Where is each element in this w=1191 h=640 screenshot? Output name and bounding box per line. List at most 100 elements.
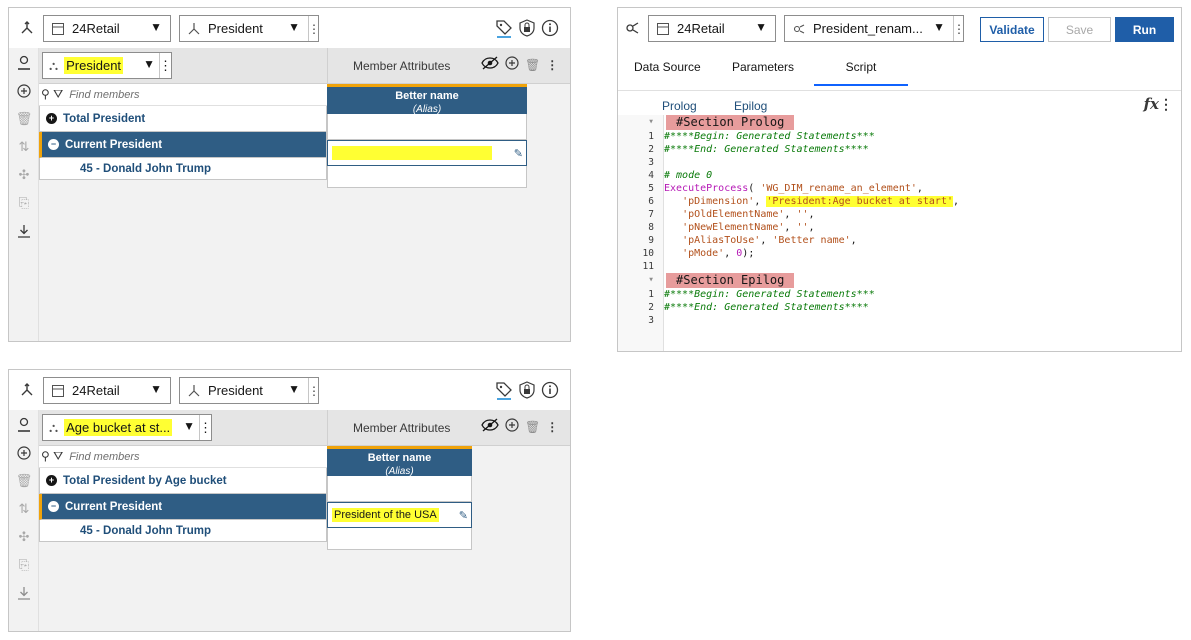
process-dropdown[interactable]: President_renam... ▼ ⋮ bbox=[784, 15, 965, 42]
tag-icon[interactable] bbox=[493, 17, 515, 39]
attribute-column: Better name (Alias) ✎ bbox=[327, 84, 527, 188]
server-dropdown[interactable]: 24Retail ▼ bbox=[43, 377, 171, 404]
hide-icon[interactable] bbox=[481, 56, 499, 73]
tab-parameters[interactable]: Parameters bbox=[732, 60, 795, 74]
attribute-cell[interactable] bbox=[327, 528, 472, 550]
tab-script[interactable]: Script bbox=[814, 60, 908, 86]
member-row[interactable]: 45 - Donald John Trump bbox=[39, 158, 327, 180]
move-icon[interactable]: ✣ bbox=[18, 167, 30, 182]
search-bar[interactable]: ⚲ ⛛ Find members bbox=[39, 84, 327, 106]
add-attribute-icon[interactable] bbox=[505, 418, 519, 435]
download-icon[interactable] bbox=[15, 584, 33, 602]
run-button[interactable]: Run bbox=[1115, 17, 1174, 42]
download-icon[interactable] bbox=[15, 222, 33, 240]
attribute-cell[interactable] bbox=[327, 114, 527, 140]
subset-dropdown[interactable]: ⛬ President ▼ ⋮ bbox=[42, 52, 172, 79]
kebab-menu-icon[interactable]: ⋮ bbox=[199, 415, 212, 440]
attribute-name: Better name bbox=[395, 90, 459, 102]
alias-value: President of the USA bbox=[332, 508, 439, 522]
edit-icon[interactable]: ✎ bbox=[458, 510, 468, 522]
search-icon[interactable]: ⚲ ⛛ bbox=[41, 87, 64, 101]
attribute-header[interactable]: Better name (Alias) bbox=[327, 446, 472, 477]
member-row[interactable]: 45 - Donald John Trump bbox=[39, 520, 327, 542]
sort-icon[interactable]: ⇅ bbox=[18, 501, 30, 516]
server-name: 24Retail bbox=[677, 21, 725, 36]
hierarchy-icon[interactable] bbox=[17, 380, 37, 400]
search-input[interactable]: Find members bbox=[69, 88, 140, 101]
hide-icon[interactable] bbox=[481, 418, 499, 435]
attribute-header[interactable]: Better name (Alias) bbox=[327, 84, 527, 115]
chevron-down-icon: ▼ bbox=[143, 57, 155, 71]
attribute-cell[interactable] bbox=[327, 166, 527, 188]
subtab-prolog[interactable]: Prolog bbox=[662, 99, 697, 113]
kebab-menu-icon[interactable]: ⋮ bbox=[159, 53, 172, 78]
code-line: #****End: Generated Statements**** bbox=[664, 302, 869, 313]
info-icon[interactable] bbox=[539, 379, 561, 401]
subtab-epilog[interactable]: Epilog bbox=[734, 99, 768, 113]
code-area[interactable]: ▾#Section Prolog 1#****Begin: Generated … bbox=[643, 115, 1181, 351]
search-icon[interactable]: ⚲ ⛛ bbox=[41, 449, 64, 463]
user-icon[interactable] bbox=[15, 416, 33, 434]
member-grid: ⛬ President ▼ ⋮ Member Attributes 🗑 ⋮ ⚲ … bbox=[39, 48, 570, 341]
lock-icon[interactable] bbox=[516, 379, 538, 401]
attribute-cell-editing[interactable]: President of the USA ✎ bbox=[327, 502, 472, 528]
kebab-menu-icon[interactable]: ⋮ bbox=[546, 419, 559, 434]
collapse-icon[interactable]: − bbox=[48, 139, 59, 150]
divider bbox=[327, 410, 328, 446]
prolog-header: #Section Prolog bbox=[666, 115, 795, 130]
database-icon bbox=[50, 21, 66, 37]
kebab-menu-icon[interactable]: ⋮ bbox=[308, 378, 320, 403]
info-icon[interactable] bbox=[539, 17, 561, 39]
attribute-cell-editing[interactable]: ✎ bbox=[327, 140, 527, 166]
delete-attribute-icon[interactable]: 🗑 bbox=[525, 419, 541, 434]
server-dropdown[interactable]: 24Retail ▼ bbox=[43, 15, 171, 42]
kebab-menu-icon[interactable]: ⋮ bbox=[953, 16, 965, 41]
dimension-dropdown[interactable]: President ▼ ⋮ bbox=[179, 15, 320, 42]
member-attributes-label: Member Attributes bbox=[353, 59, 451, 73]
attribute-cell[interactable] bbox=[327, 476, 472, 502]
add-icon[interactable] bbox=[15, 82, 33, 100]
subset-dropdown[interactable]: ⛬ Age bucket at st... ▼ ⋮ bbox=[42, 414, 212, 441]
script-editor[interactable]: Prolog Epilog fx ⋮ ▾#Section Prolog 1#**… bbox=[618, 90, 1181, 351]
dimension-icon bbox=[186, 383, 202, 399]
hierarchy-icon[interactable] bbox=[17, 18, 37, 38]
delete-icon[interactable]: 🗑 bbox=[15, 111, 33, 126]
expand-icon[interactable]: + bbox=[46, 475, 57, 486]
search-bar[interactable]: ⚲ ⛛ Find members bbox=[39, 446, 327, 468]
copy-icon[interactable]: ⎘ bbox=[18, 195, 30, 210]
tag-icon[interactable] bbox=[493, 379, 515, 401]
server-name: 24Retail bbox=[72, 21, 120, 36]
lock-icon[interactable] bbox=[516, 17, 538, 39]
delete-icon[interactable]: 🗑 bbox=[15, 473, 33, 488]
kebab-menu-icon[interactable]: ⋮ bbox=[1159, 96, 1173, 112]
dimension-name: President bbox=[208, 21, 263, 36]
dimension-dropdown[interactable]: President ▼ ⋮ bbox=[179, 377, 320, 404]
move-icon[interactable]: ✣ bbox=[18, 529, 30, 544]
attribute-name: Better name bbox=[367, 452, 432, 464]
validate-button[interactable]: Validate bbox=[980, 17, 1044, 42]
function-icon[interactable]: fx bbox=[1143, 95, 1159, 113]
member-label: 45 - Donald John Trump bbox=[80, 162, 211, 175]
kebab-menu-icon[interactable]: ⋮ bbox=[308, 16, 320, 41]
user-icon[interactable] bbox=[15, 54, 33, 72]
member-row[interactable]: + Total President by Age bucket bbox=[39, 468, 327, 494]
divider bbox=[327, 48, 328, 84]
member-row[interactable]: + Total President bbox=[39, 106, 327, 132]
chevron-down-icon: ▼ bbox=[150, 20, 162, 34]
edit-icon[interactable]: ✎ bbox=[513, 148, 523, 160]
sort-icon[interactable]: ⇅ bbox=[18, 139, 30, 154]
copy-icon[interactable]: ⎘ bbox=[18, 557, 30, 572]
grid-header: ⛬ Age bucket at st... ▼ ⋮ Member Attribu… bbox=[39, 410, 570, 446]
add-icon[interactable] bbox=[15, 444, 33, 462]
save-button[interactable]: Save bbox=[1048, 17, 1111, 42]
tab-data-source[interactable]: Data Source bbox=[634, 60, 701, 74]
search-input[interactable]: Find members bbox=[69, 450, 140, 463]
collapse-icon[interactable]: − bbox=[48, 501, 59, 512]
server-dropdown[interactable]: 24Retail ▼ bbox=[648, 15, 776, 42]
kebab-menu-icon[interactable]: ⋮ bbox=[546, 57, 559, 72]
member-row-selected[interactable]: − Current President bbox=[39, 494, 327, 520]
add-attribute-icon[interactable] bbox=[505, 56, 519, 73]
expand-icon[interactable]: + bbox=[46, 113, 57, 124]
member-row-selected[interactable]: − Current President bbox=[39, 132, 327, 158]
delete-attribute-icon[interactable]: 🗑 bbox=[525, 57, 541, 72]
